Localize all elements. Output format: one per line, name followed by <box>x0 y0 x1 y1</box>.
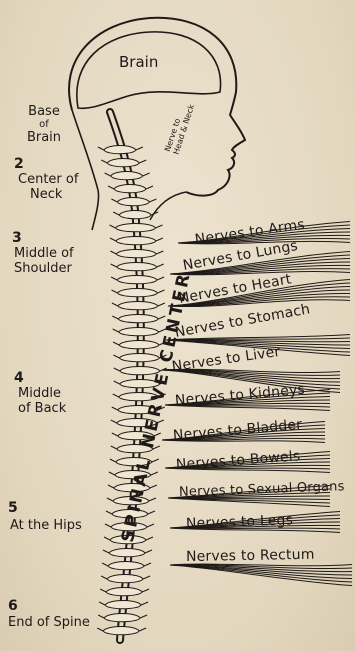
vertebra <box>107 159 139 167</box>
vertebra <box>117 263 157 271</box>
vertebra <box>116 250 156 258</box>
level-number-3: 3 <box>12 230 22 246</box>
vertebra <box>106 588 142 596</box>
vertebra <box>116 237 156 245</box>
vertebra <box>119 354 159 362</box>
vertebra <box>108 562 144 570</box>
vertebra <box>104 614 140 622</box>
vertebra <box>117 198 149 206</box>
vertebra <box>119 328 159 336</box>
neck-back <box>72 110 99 230</box>
vertebra <box>117 289 157 297</box>
vertebra <box>109 549 145 557</box>
level-at-the-hips: At the Hips <box>10 518 82 533</box>
vertebra <box>104 146 136 154</box>
level-number-2: 2 <box>14 156 24 172</box>
level-number-4: 4 <box>14 370 24 386</box>
vertebra <box>119 341 159 349</box>
level-number-6: 6 <box>8 598 18 614</box>
nerve-label-rectum: Nerves to Rectum <box>186 547 315 565</box>
level-middle-of-shoulder: Middle of Shoulder <box>14 246 74 276</box>
level-end-of-spine: End of Spine <box>8 615 90 630</box>
vertebra <box>116 224 156 232</box>
brain-label: Brain <box>119 55 158 70</box>
level-number-5: 5 <box>8 500 18 516</box>
vertebra <box>118 302 158 310</box>
vertebra <box>117 276 157 284</box>
vertebra <box>105 601 141 609</box>
vertebra <box>118 315 158 323</box>
vertebra <box>107 575 143 583</box>
vertebra <box>111 172 143 180</box>
vertebra <box>114 185 146 193</box>
neck-front <box>150 192 186 220</box>
vertebra <box>103 627 139 635</box>
level-middle-of-back: Middle of Back <box>18 386 66 416</box>
level-center-of-neck: Center of Neck <box>18 172 78 202</box>
level-base-of-brain: Base of Brain <box>22 104 66 145</box>
vertebra <box>119 211 151 219</box>
